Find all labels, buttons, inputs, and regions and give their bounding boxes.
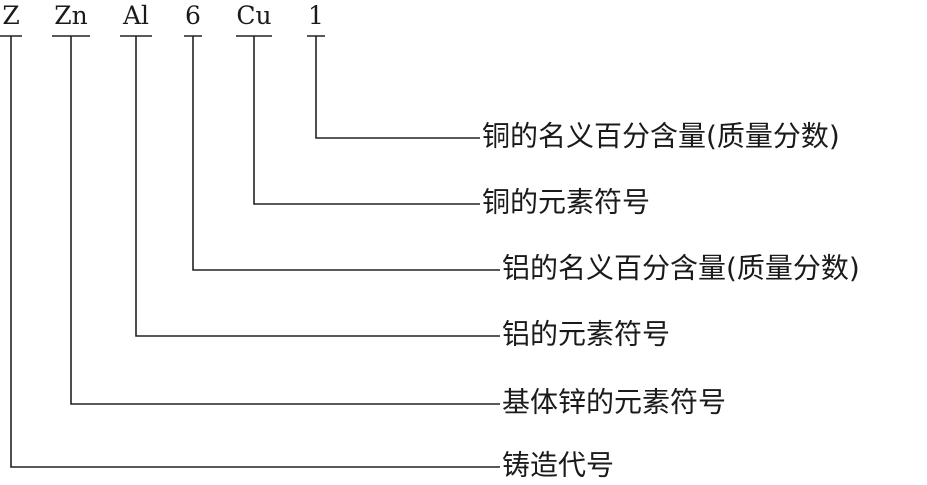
code-token-cu: Cu	[236, 1, 272, 30]
label-aluminum-nominal-content: 铝的名义百分含量(质量分数)	[502, 251, 860, 285]
leader-al	[135, 36, 500, 337]
label-base-zinc-symbol: 基体锌的元素符号	[502, 385, 727, 419]
leader-zn	[70, 36, 500, 405]
code-token-6: 6	[185, 1, 201, 30]
leader-cu	[253, 36, 480, 205]
label-copper-symbol: 铜的元素符号	[482, 185, 651, 219]
code-token-zn: Zn	[54, 1, 88, 30]
label-casting-code: 铸造代号	[502, 448, 615, 482]
label-copper-nominal-content: 铜的名义百分含量(质量分数)	[482, 119, 840, 153]
leader-z	[10, 36, 500, 468]
leader-1	[315, 36, 480, 139]
code-token-al: Al	[122, 1, 150, 30]
leader-6	[192, 36, 500, 271]
code-token-z: Z	[2, 1, 20, 30]
label-aluminum-symbol: 铝的元素符号	[502, 317, 671, 351]
code-token-1: 1	[308, 1, 324, 30]
